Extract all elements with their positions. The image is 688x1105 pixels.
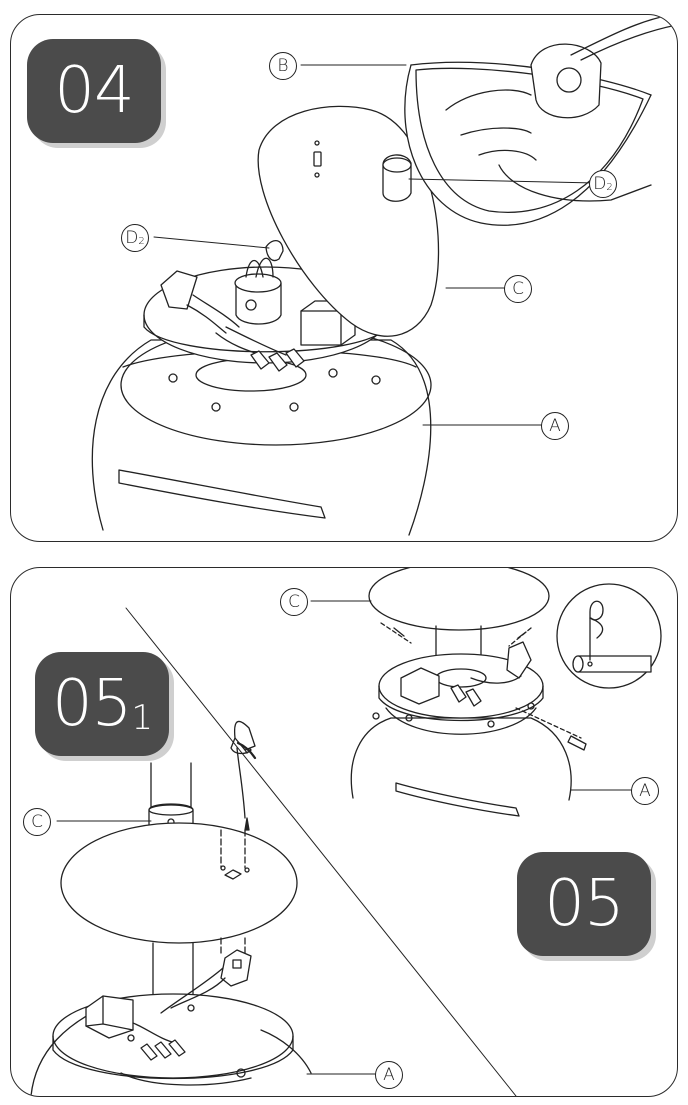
wiring-bundle xyxy=(160,257,305,372)
callout-c-left-letter: C xyxy=(31,812,43,832)
callout-d2-right-letter: D xyxy=(593,174,607,194)
callout-a-letter: A xyxy=(549,416,561,436)
step-05-1-number: 05 xyxy=(51,667,132,741)
callout-a: A xyxy=(541,412,569,440)
r-pin-inset xyxy=(556,583,662,689)
step-05-1-sub: 1 xyxy=(131,698,153,738)
callout-c-top-letter: C xyxy=(288,592,300,612)
leader-lines xyxy=(153,64,597,426)
step-05-assembly xyxy=(350,568,587,817)
callout-a-bottom: A xyxy=(375,1061,403,1089)
callout-d2-left-sub: 2 xyxy=(138,235,145,247)
callout-c: C xyxy=(504,275,532,303)
callout-c-left: C xyxy=(23,808,51,836)
callout-c-top: C xyxy=(280,588,308,616)
callout-b-letter: B xyxy=(277,56,289,76)
step-05-badge: 05 xyxy=(517,852,651,956)
callout-a-bottom-letter: A xyxy=(383,1065,395,1085)
callout-a-right-letter: A xyxy=(639,781,651,801)
divider-line xyxy=(125,607,517,1096)
step-05-number: 05 xyxy=(544,867,624,941)
motor-housing-a xyxy=(91,324,432,536)
callout-c-letter: C xyxy=(512,279,524,299)
callout-b: B xyxy=(269,52,297,80)
step-04-badge: 04 xyxy=(27,39,161,143)
callout-a-right: A xyxy=(631,777,659,805)
step-05-illustration xyxy=(30,568,662,1096)
step-04-number: 04 xyxy=(54,54,134,128)
step-05-1-assembly xyxy=(30,720,312,1096)
callout-d2-right-sub: 2 xyxy=(606,181,613,193)
leader-lines-05 xyxy=(56,600,632,1075)
callout-d2-left-letter: D xyxy=(125,228,139,248)
